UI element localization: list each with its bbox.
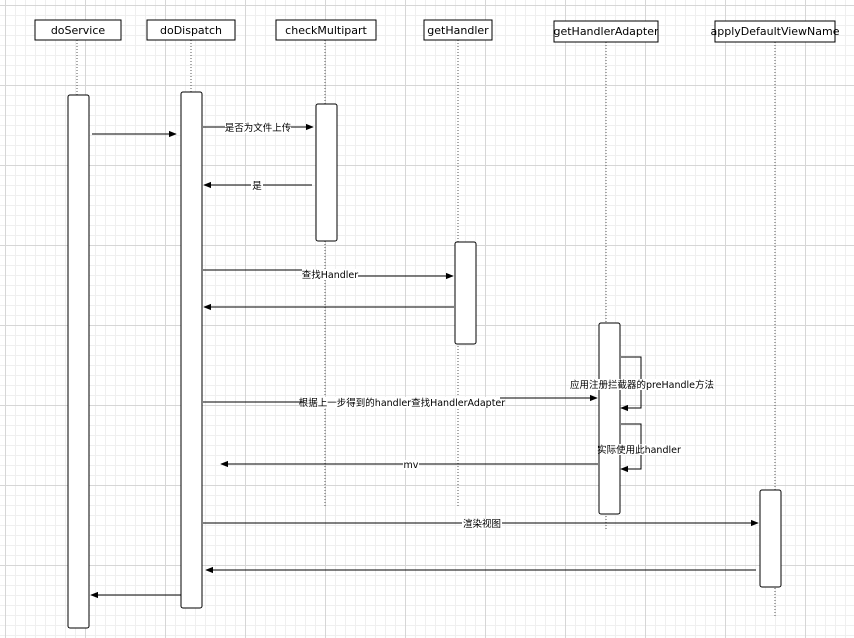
activation-applydefaultviewname <box>759 489 782 588</box>
activation-doservice <box>67 94 90 629</box>
activation-dodispatch <box>180 91 203 609</box>
participant-label: doService <box>51 24 106 37</box>
message-label: 渲染视图 <box>463 518 501 530</box>
participant-label: checkMultipart <box>285 24 367 37</box>
participant-doservice: doService <box>34 19 122 41</box>
activation-checkmultipart <box>315 103 338 242</box>
message-m2: 是否为文件上传 <box>203 122 314 134</box>
participant-label: doDispatch <box>160 24 222 37</box>
participant-gethandleradapter: getHandlerAdapter <box>553 20 659 43</box>
participant-label: applyDefaultViewName <box>710 25 839 38</box>
message-label: 应用注册拦截器的preHandle方法 <box>570 379 714 391</box>
activations <box>67 91 782 629</box>
message-m10: 渲染视图 <box>203 518 759 530</box>
message-label: 是 <box>252 181 262 192</box>
message-m7: 根据上一步得到的handler查找HandlerAdapter <box>203 394 598 409</box>
activation-gethandler <box>454 241 477 345</box>
message-label: 实际使用此handler <box>597 444 681 456</box>
message-m8: 实际使用此handler <box>597 423 681 473</box>
message-m3: 是 <box>203 180 312 192</box>
participant-dodispatch: doDispatch <box>146 19 236 41</box>
participant-label: getHandler <box>427 24 489 37</box>
message-label: 是否为文件上传 <box>225 122 292 134</box>
participant-checkmultipart: checkMultipart <box>275 19 377 41</box>
message-label: 根据上一步得到的handler查找HandlerAdapter <box>299 397 505 409</box>
message-m6: 应用注册拦截器的preHandle方法 <box>570 356 714 412</box>
message-label: mv <box>404 460 419 471</box>
participant-gethandler: getHandler <box>423 19 493 41</box>
message-m4: 查找Handler <box>203 269 454 281</box>
activation-gethandleradapter <box>598 322 621 515</box>
message-m9: mv <box>220 460 598 471</box>
participant-applydefaultviewname: applyDefaultViewName <box>710 20 840 43</box>
message-label: 查找Handler <box>302 269 359 281</box>
participant-label: getHandlerAdapter <box>553 25 658 38</box>
